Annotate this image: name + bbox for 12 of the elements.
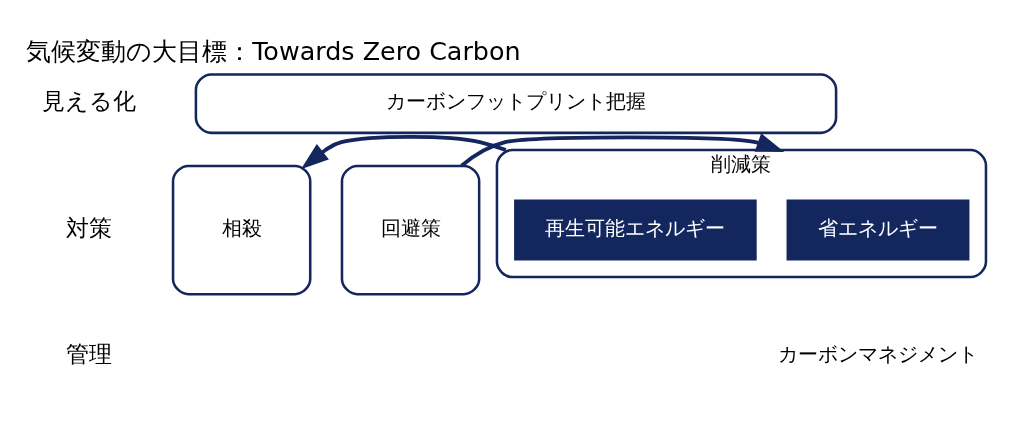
diagram-title: 気候変動の大目標：Towards Zero Carbon xyxy=(26,35,521,66)
label: 管理 xyxy=(66,340,113,367)
arrow xyxy=(300,134,507,169)
node-box: 再生可能エネルギー xyxy=(514,199,757,261)
label: カーボンマネジメント xyxy=(777,341,978,366)
node-box: カーボンフットプリント把握 xyxy=(194,72,838,134)
node-box: 相殺 xyxy=(171,164,312,295)
node-box: 回避策 xyxy=(340,164,481,295)
node-box: 省エネルギー xyxy=(786,199,970,261)
label: 対策 xyxy=(66,214,113,241)
label: 見える化 xyxy=(42,87,137,114)
arrow xyxy=(460,132,785,167)
